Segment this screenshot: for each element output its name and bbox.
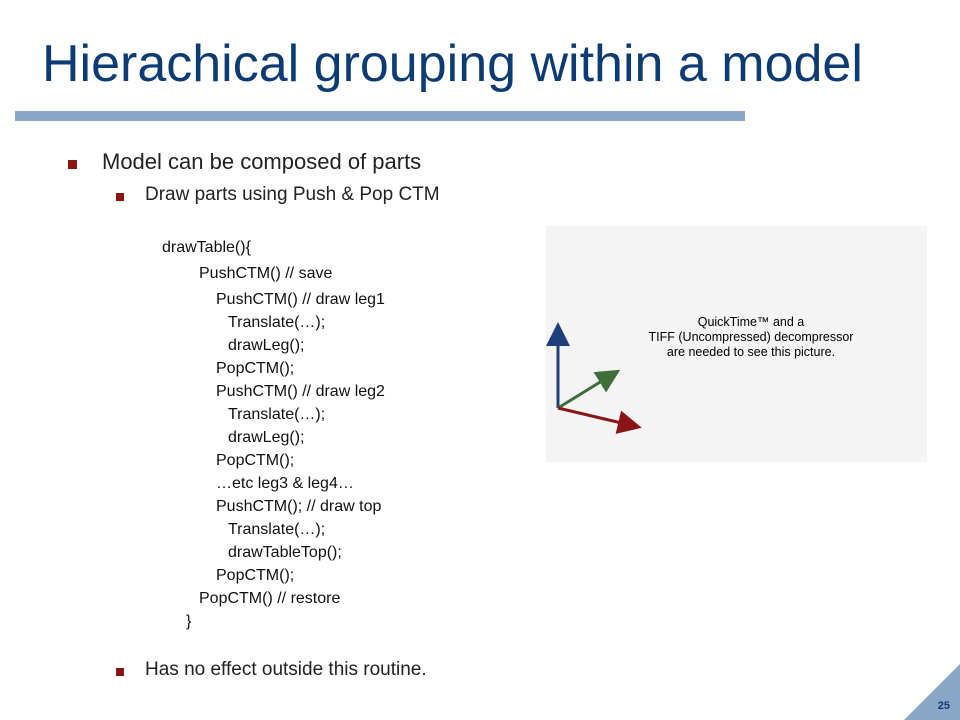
code-line: PopCTM();	[216, 360, 295, 377]
axes-diagram	[546, 322, 642, 434]
code-line: Translate(…);	[228, 521, 326, 538]
quicktime-message-line: are needed to see this picture.	[666, 345, 836, 359]
code-line: drawLeg();	[228, 337, 305, 354]
code-line: PopCTM();	[216, 452, 295, 469]
quicktime-message-line: QuickTime™ and a	[697, 315, 805, 329]
code-line: Translate(…);	[228, 314, 326, 331]
corner-decoration	[904, 664, 960, 720]
quicktime-message-line: TIFF (Uncompressed) decompressor	[648, 330, 854, 344]
code-line: Translate(…);	[228, 406, 326, 423]
quicktime-message: QuickTime™ and a TIFF (Uncompressed) dec…	[601, 315, 901, 360]
bullet-level1: Model can be composed of parts	[102, 149, 422, 174]
bullet-marker	[116, 193, 124, 201]
bullet-level2: Draw parts using Push & Pop CTM	[145, 184, 440, 205]
bullet-level2: Has no effect outside this routine.	[145, 659, 427, 680]
code-line: drawTableTop();	[228, 544, 342, 561]
code-line: …etc leg3 & leg4…	[216, 475, 354, 492]
bullet-marker	[68, 160, 77, 169]
code-line: PopCTM();	[216, 567, 295, 584]
page-number: 25	[937, 700, 950, 712]
code-line: drawLeg();	[228, 429, 305, 446]
code-line: PushCTM(); // draw top	[216, 498, 382, 515]
x-axis-arrow	[557, 406, 642, 434]
code-line: }	[186, 613, 192, 630]
code-line: PushCTM() // draw leg1	[216, 291, 385, 308]
bullet-marker	[116, 668, 124, 676]
title-underline	[15, 111, 745, 121]
code-line: drawTable(){	[162, 239, 251, 256]
code-line: PopCTM() // restore	[199, 590, 341, 607]
figure-placeholder: QuickTime™ and a TIFF (Uncompressed) dec…	[546, 226, 927, 462]
code-line: PushCTM() // draw leg2	[216, 383, 385, 400]
slide-title: Hierachical grouping within a model	[42, 35, 863, 93]
z-axis-arrow	[557, 369, 621, 410]
code-line: PushCTM() // save	[199, 265, 333, 282]
